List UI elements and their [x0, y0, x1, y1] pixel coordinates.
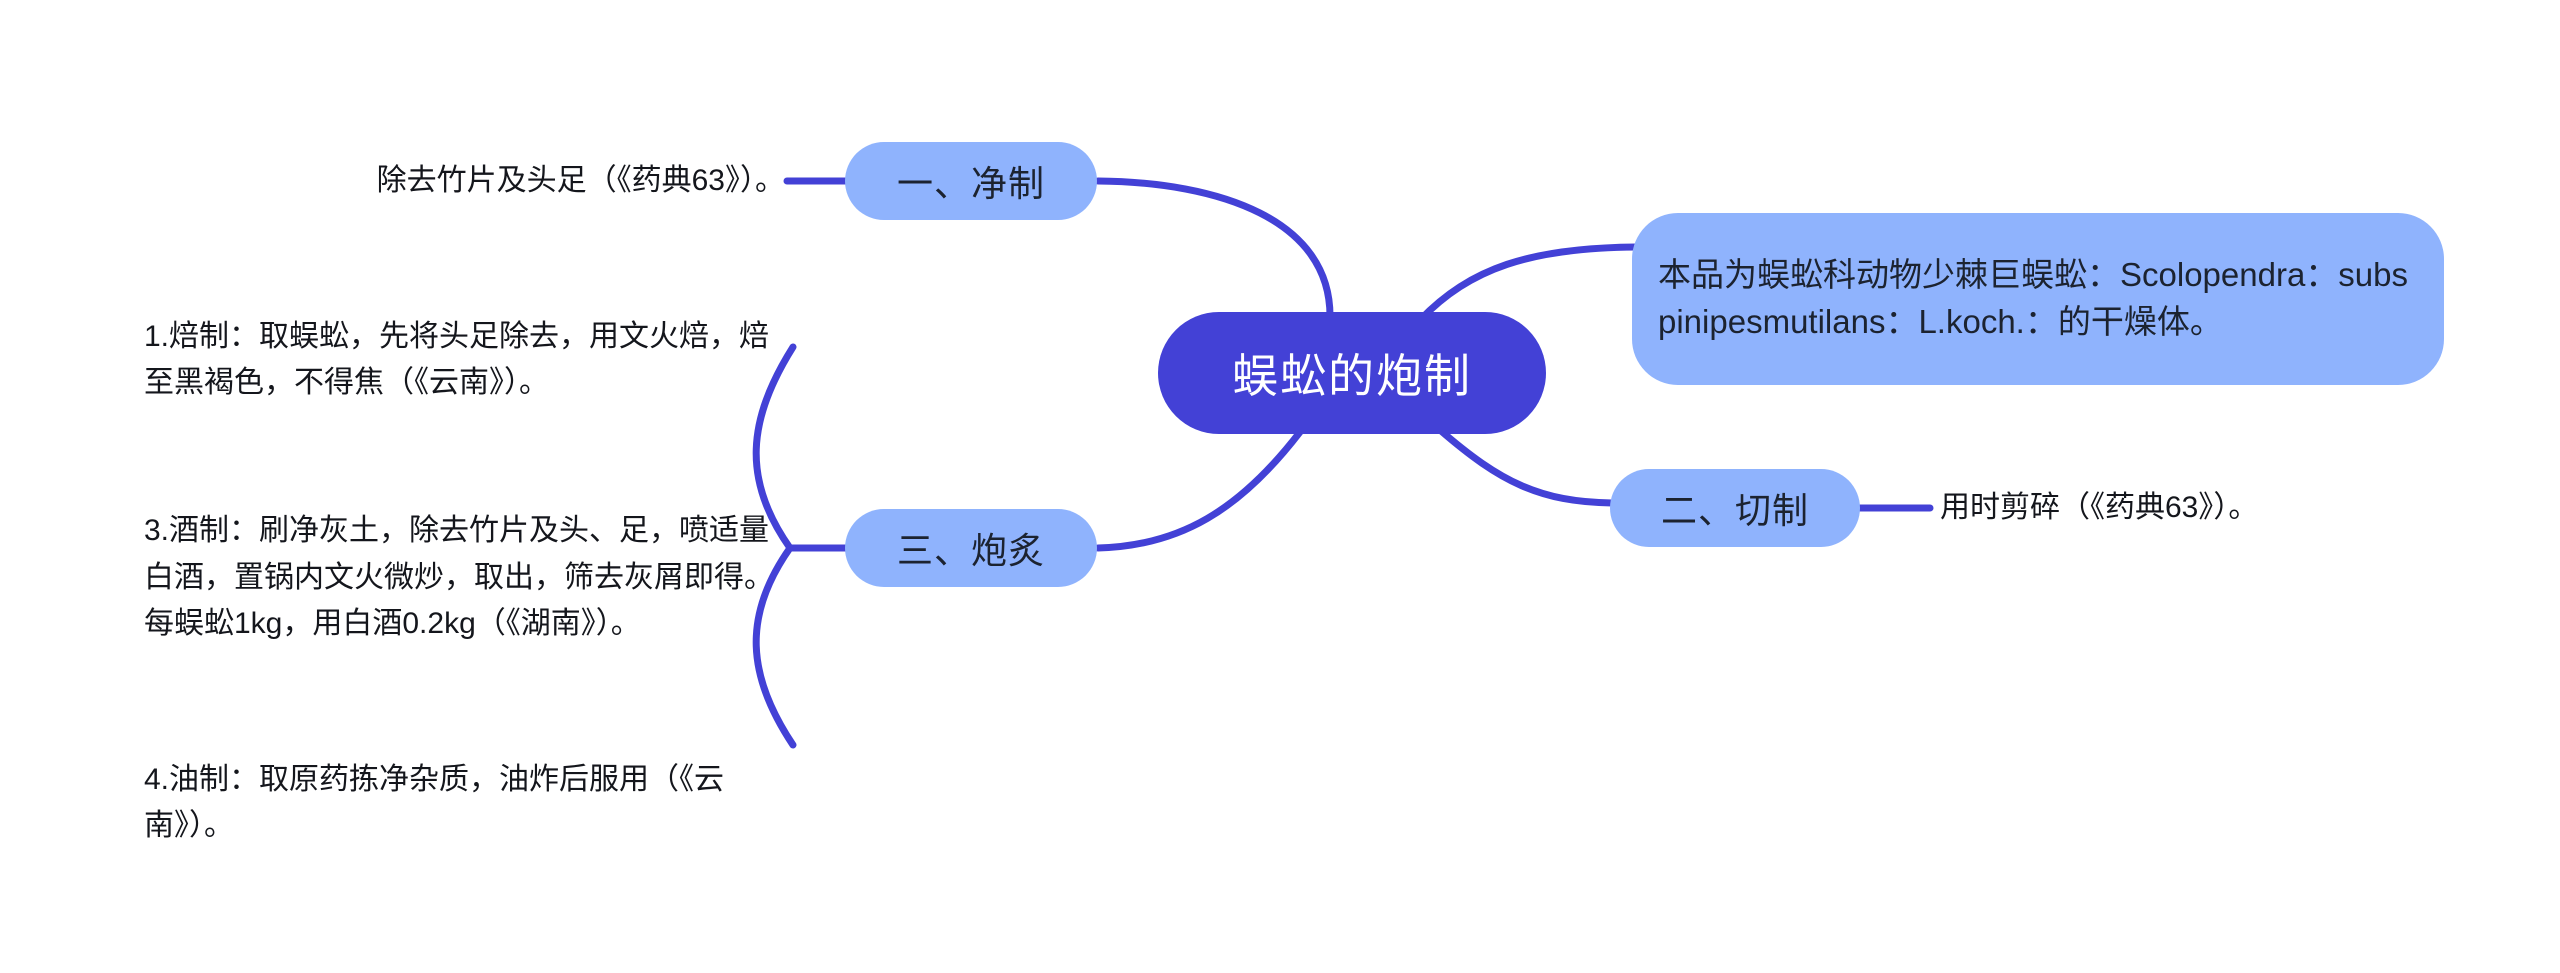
connector-root-to-paozhi: [1094, 428, 1304, 552]
root-node-label: 蜈蚣的炮制: [1232, 350, 1472, 402]
connector-root-to-qiezhi: [1436, 426, 1616, 507]
connector-root-to-definition: [1416, 243, 1640, 324]
detail-paozhi-1: 1.焙制：取蜈蚣，先将头足除去，用文火焙，焙至黑褐色，不得焦（《云南》）。: [144, 305, 774, 415]
definition-node[interactable]: 本品为蜈蚣科动物少棘巨蜈蚣：Scolopendra：subspinipesmut…: [1632, 213, 2444, 385]
detail-jingzhi-label: 除去竹片及头足（《药典63》）。: [376, 163, 785, 197]
branch-node-paozhi-label: 三、炮炙: [896, 530, 1045, 571]
detail-qiezhi-label: 用时剪碎（《药典63》）。: [1940, 490, 2259, 524]
detail-paozhi-2: 3.酒制：刷净灰土，除去竹片及头、足，喷适量白酒，置锅内文火微炒，取出，筛去灰屑…: [144, 478, 774, 678]
detail-paozhi-2-label: 3.酒制：刷净灰土，除去竹片及头、足，喷适量白酒，置锅内文火微炒，取出，筛去灰屑…: [144, 514, 774, 641]
detail-paozhi-3-label: 4.油制：取原药拣净杂质，油炸后服用（《云南》）。: [144, 762, 725, 843]
detail-paozhi-3: 4.油制：取原药拣净杂质，油炸后服用（《云南》）。: [144, 748, 774, 858]
connector-root-to-jingzhi: [1094, 177, 1334, 320]
branch-node-jingzhi[interactable]: 一、净制: [845, 142, 1097, 220]
branch-node-qiezhi-label: 二、切制: [1660, 490, 1809, 531]
branch-node-paozhi[interactable]: 三、炮炙: [845, 509, 1097, 587]
branch-node-jingzhi-label: 一、净制: [896, 163, 1045, 204]
detail-jingzhi: 除去竹片及头足（《药典63》）。: [290, 155, 785, 207]
detail-qiezhi: 用时剪碎（《药典63》）。: [1940, 482, 2360, 534]
branch-node-qiezhi[interactable]: 二、切制: [1610, 469, 1860, 547]
root-node[interactable]: 蜈蚣的炮制: [1158, 312, 1546, 434]
detail-paozhi-1-label: 1.焙制：取蜈蚣，先将头足除去，用文火焙，焙至黑褐色，不得焦（《云南》）。: [144, 319, 770, 400]
definition-node-label: 本品为蜈蚣科动物少棘巨蜈蚣：Scolopendra：subspinipesmut…: [1658, 256, 2409, 340]
